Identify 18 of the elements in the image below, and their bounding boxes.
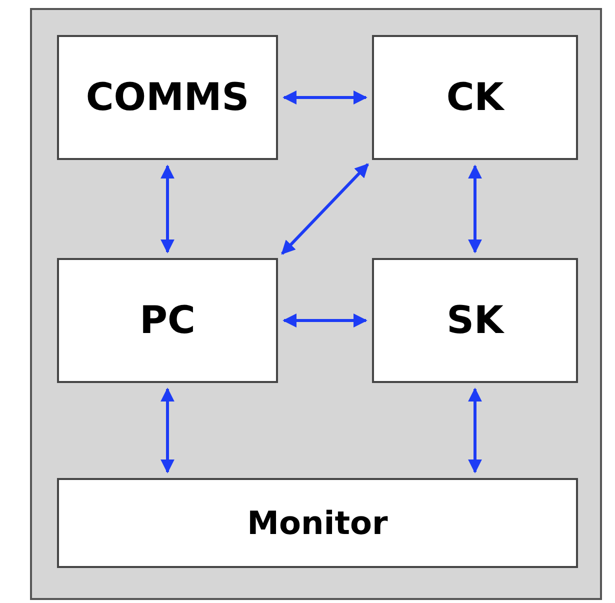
double-arrow bbox=[468, 388, 482, 474]
module-label: PC bbox=[140, 297, 196, 344]
module-box bbox=[372, 35, 578, 160]
double-arrow bbox=[160, 164, 174, 254]
module-box bbox=[57, 35, 278, 160]
module-box bbox=[57, 258, 278, 383]
module-label: CK bbox=[446, 74, 504, 121]
double-arrow bbox=[160, 388, 174, 474]
module-box bbox=[372, 258, 578, 383]
double-arrow bbox=[282, 314, 368, 328]
module-box bbox=[57, 478, 578, 568]
module-label: COMMS bbox=[86, 74, 250, 121]
double-arrow bbox=[281, 163, 369, 255]
double-arrow bbox=[282, 90, 368, 104]
module-label: Monitor bbox=[247, 503, 388, 544]
container-panel bbox=[30, 8, 602, 600]
double-arrow bbox=[468, 164, 482, 254]
module-label: SK bbox=[446, 297, 504, 344]
